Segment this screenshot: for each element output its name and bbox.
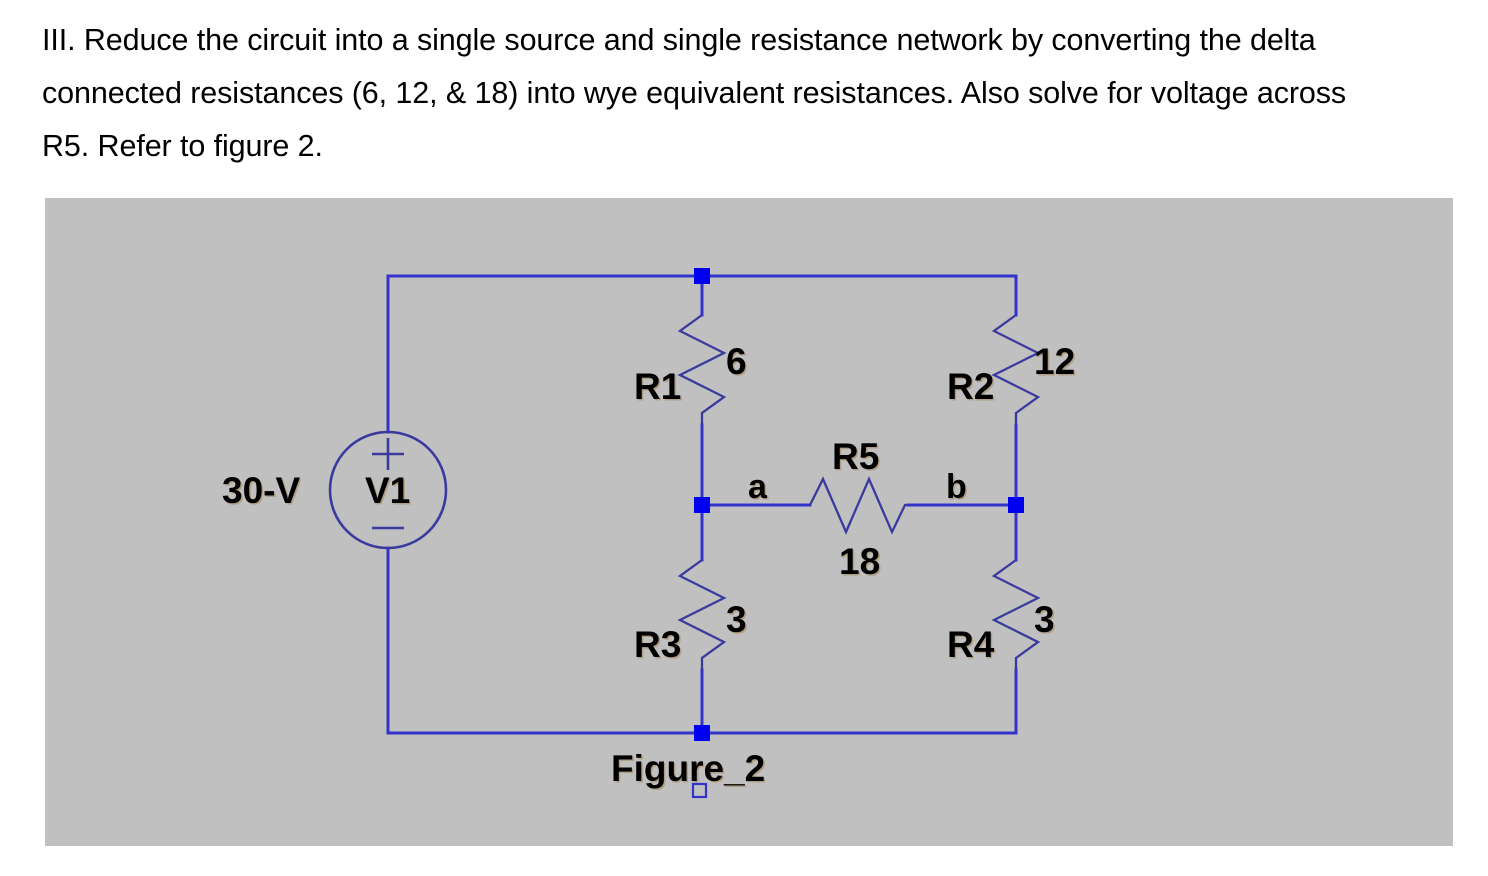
- figure-caption: Figure_2: [611, 748, 766, 789]
- node-b-square: [1008, 497, 1024, 513]
- resistor-r1-ref-label: R1: [634, 366, 682, 407]
- resistor-r5-zigzag: [808, 476, 908, 535]
- problem-statement-text: III. Reduce the circuit into a single so…: [42, 23, 1347, 163]
- junction-nodes: [694, 268, 1024, 741]
- circuit-schematic: [328, 268, 1041, 799]
- resistor-r4-ref-label: R4: [947, 624, 995, 665]
- node-a-label: a: [748, 468, 767, 506]
- resistor-r3-ref-label: R3: [634, 624, 682, 665]
- resistor-r3-zigzag: [677, 559, 727, 670]
- node-a-square: [694, 497, 710, 513]
- resistor-r1-zigzag: [677, 314, 727, 425]
- resistor-r4-zigzag: [991, 559, 1041, 670]
- resistor-r2-value-label: 12: [1034, 341, 1076, 382]
- resistor-r5-ref-label: R5: [832, 436, 880, 477]
- ground-terminal-icon: [691, 782, 708, 799]
- resistor-r3-value-label: 3: [726, 599, 747, 640]
- resistor-r2-zigzag: [991, 314, 1041, 425]
- resistor-r5-value-label: 18: [839, 541, 881, 582]
- node-b-label: b: [946, 468, 967, 506]
- plus-icon: [372, 438, 404, 470]
- figure-panel: 30-V V1 R1 6 R2 12 R3 3 R4 3 R5 18 a b F…: [45, 198, 1453, 846]
- resistor-r1-value-label: 6: [726, 341, 747, 382]
- voltage-source-circle: [328, 430, 448, 550]
- resistor-r2-ref-label: R2: [947, 366, 995, 407]
- resistor-r4-value-label: 3: [1034, 599, 1055, 640]
- node-top-square: [694, 268, 710, 284]
- node-bottom-square: [694, 725, 710, 741]
- source-value-label: 30-V: [222, 470, 301, 511]
- source-ref-label: V1: [365, 470, 411, 511]
